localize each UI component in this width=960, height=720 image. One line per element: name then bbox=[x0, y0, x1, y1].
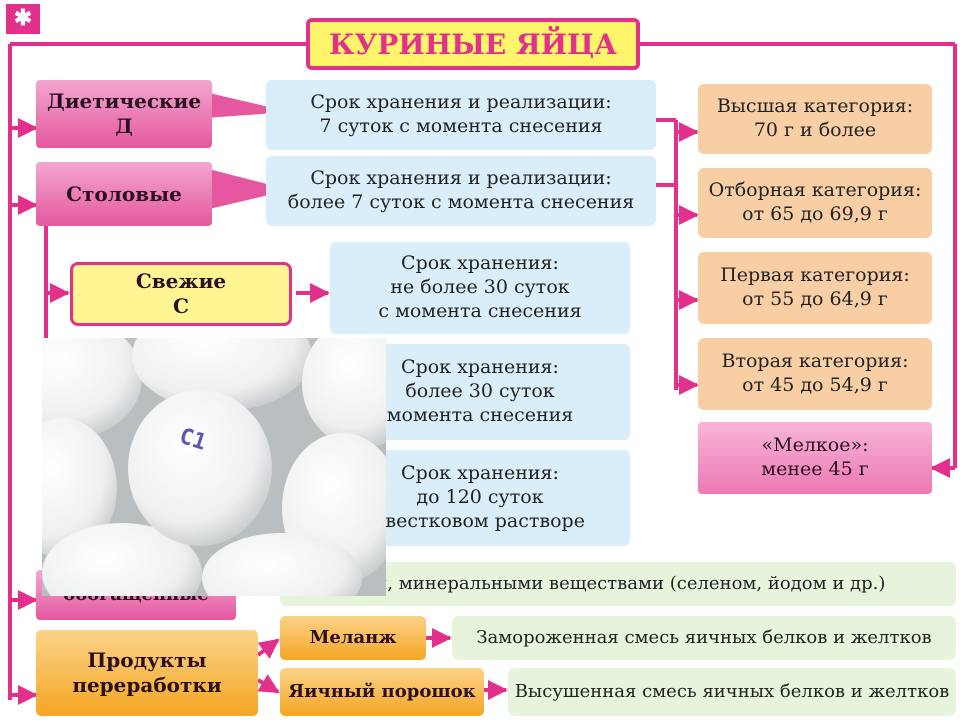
melange-description-box: Замороженная смесь яичных белков и желтк… bbox=[452, 616, 956, 660]
fresh-storage-line1: Срок хранения: bbox=[401, 252, 559, 275]
fresh-storage-line2: не более 30 суток bbox=[390, 276, 570, 299]
processed-line2: переработки bbox=[72, 673, 222, 697]
table-eggs-box: Столовые bbox=[36, 162, 212, 226]
corner-asterisk-badge: ✱ bbox=[6, 4, 40, 34]
melange-label: Меланж bbox=[309, 626, 397, 648]
egg-shape bbox=[42, 418, 117, 558]
lime-storage-line2: до 120 суток bbox=[416, 486, 544, 509]
egg-shape bbox=[128, 390, 272, 546]
category-second-box: Вторая категория: от 45 до 54,9 г bbox=[698, 338, 932, 410]
diagram-title: КУРИНЫЕ ЯЙЦА bbox=[306, 18, 640, 70]
melange-description: Замороженная смесь яичных белков и желтк… bbox=[476, 626, 932, 648]
melange-box: Меланж bbox=[280, 616, 426, 660]
eggs-photo: С1 bbox=[42, 338, 386, 596]
table-storage-line2: более 7 суток с момента снесения bbox=[287, 191, 635, 213]
egg-shape bbox=[42, 338, 142, 438]
category-small-line2: менее 45 г bbox=[761, 458, 869, 480]
category-highest-line1: Высшая категория: bbox=[716, 95, 914, 118]
egg-powder-description: Высушенная смесь яичных белков и желтков bbox=[514, 680, 950, 702]
table-storage-line1: Срок хранения и реализации: bbox=[310, 167, 612, 190]
enriched-description: ами, минеральными веществами (селеном, й… bbox=[350, 572, 886, 594]
lime-storage-line1: Срок хранения: bbox=[401, 462, 559, 485]
refrigerated-storage-line3: момента снесения bbox=[386, 403, 574, 426]
processed-line1: Продукты bbox=[87, 648, 207, 672]
eggs-photo-drawing: С1 bbox=[42, 338, 386, 596]
dietary-storage-line1: Срок хранения и реализации: bbox=[310, 91, 612, 114]
egg-shape bbox=[302, 338, 386, 448]
fresh-eggs-box: Свежие С bbox=[70, 262, 292, 326]
lime-storage-line3: звестковом растворе bbox=[375, 509, 585, 532]
refrigerated-storage-line1: Срок хранения: bbox=[401, 356, 559, 379]
category-select-line2: от 65 до 69,9 г bbox=[742, 203, 888, 225]
dietary-storage-line2: 7 суток с момента снесения bbox=[319, 115, 603, 137]
title-text: КУРИНЫЕ ЯЙЦА bbox=[329, 27, 617, 61]
egg-powder-description-box: Высушенная смесь яичных белков и желтков bbox=[508, 668, 956, 716]
category-highest-box: Высшая категория: 70 г и более bbox=[698, 84, 932, 154]
category-select-box: Отборная категория: от 65 до 69,9 г bbox=[698, 168, 932, 238]
fresh-storage-line3: с момента снесения bbox=[378, 299, 582, 322]
table-storage-box: Срок хранения и реализации: более 7 суто… bbox=[266, 156, 656, 226]
category-highest-line2: 70 г и более bbox=[753, 119, 877, 141]
category-small-line1: «Мелкое»: bbox=[761, 434, 869, 457]
table-eggs-label: Столовые bbox=[66, 181, 182, 206]
fresh-line1: Свежие bbox=[135, 269, 227, 293]
category-second-line2: от 45 до 54,9 г bbox=[742, 374, 888, 396]
category-first-box: Первая категория: от 55 до 64,9 г bbox=[698, 252, 932, 324]
egg-shape bbox=[42, 523, 202, 596]
refrigerated-storage-line2: более 30 суток bbox=[405, 380, 555, 403]
dietary-line2: Д bbox=[115, 114, 133, 138]
category-select-line1: Отборная категория: bbox=[708, 179, 922, 202]
category-first-line2: от 55 до 64,9 г bbox=[742, 288, 888, 310]
fresh-storage-box: Срок хранения: не более 30 суток с момен… bbox=[330, 242, 630, 334]
category-small-box: «Мелкое»: менее 45 г bbox=[698, 422, 932, 494]
fresh-line2: С bbox=[173, 294, 189, 318]
category-first-line1: Первая категория: bbox=[720, 264, 910, 287]
dietary-storage-box: Срок хранения и реализации: 7 суток с мо… bbox=[266, 80, 656, 150]
egg-shape bbox=[132, 338, 312, 411]
category-second-line1: Вторая категория: bbox=[721, 350, 909, 373]
egg-powder-box: Яичный порошок bbox=[280, 668, 484, 716]
processed-products-box: Продукты переработки bbox=[36, 630, 258, 716]
egg-shape bbox=[202, 533, 362, 596]
egg-powder-label: Яичный порошок bbox=[288, 680, 476, 702]
dietary-line1: Диетические bbox=[46, 89, 202, 113]
corner-mark-text: ✱ bbox=[13, 5, 33, 32]
enriched-description-box: ами, минеральными веществами (селеном, й… bbox=[280, 562, 956, 606]
dietary-eggs-box: Диетические Д bbox=[36, 80, 212, 148]
